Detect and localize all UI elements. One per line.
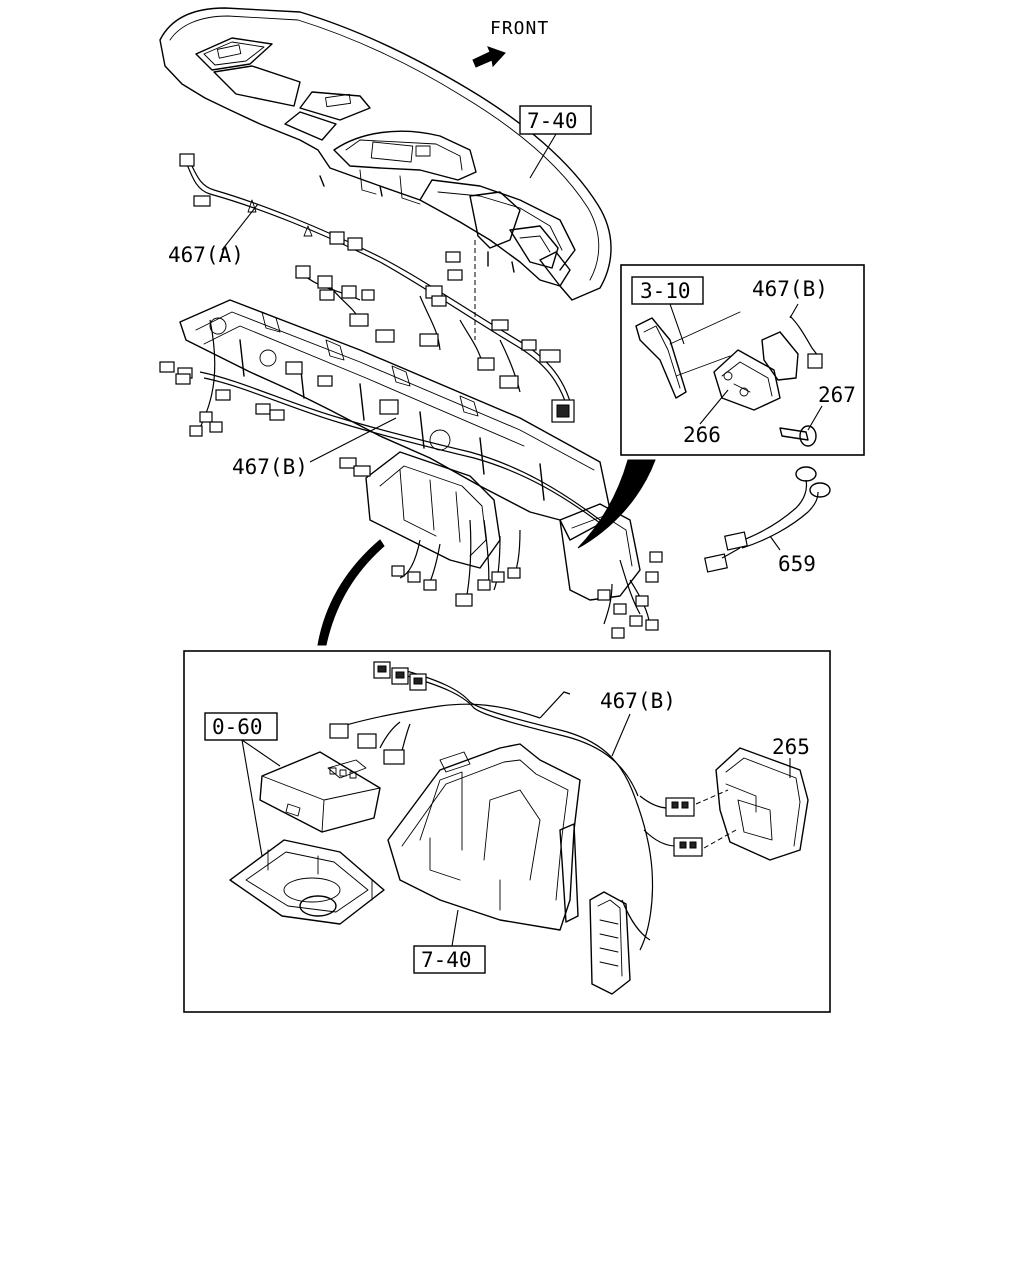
callout-inset-467b-label: 467(B)	[752, 277, 828, 301]
callout-265-label: 265	[772, 735, 810, 759]
ref-top-7-40-label: 7-40	[527, 109, 578, 133]
front-direction-indicator: FRONT	[472, 18, 549, 68]
lower-panel-pointer-arrow	[317, 539, 385, 646]
inset-bracket-panel: 3-10 467(B) 267 266	[620, 264, 865, 456]
callout-467b-main-label: 467(B)	[232, 455, 308, 479]
instrument-panel-drawing	[159, 7, 612, 301]
callout-467b-main: 467(B)	[232, 417, 397, 479]
ref-box-top-7-40: 7-40	[519, 105, 592, 179]
harness-659-drawing: 659	[704, 466, 831, 576]
harness-467a-drawing	[179, 153, 575, 423]
callout-467a-label: 467(A)	[168, 243, 244, 267]
lower-detail-panel: 0-60	[183, 650, 831, 1013]
ref-lower-7-40-label: 7-40	[421, 948, 472, 972]
ref-lower-0-60-label: 0-60	[212, 715, 263, 739]
inset-pointer-arrow	[577, 459, 656, 549]
callout-267-label: 267	[818, 383, 856, 407]
callout-266-label: 266	[683, 423, 721, 447]
callout-lower-467b-label: 467(B)	[600, 689, 676, 713]
callout-659-label: 659	[778, 552, 816, 576]
front-arrow-icon	[472, 46, 506, 68]
cross-beam-drawing	[159, 299, 663, 639]
front-label: FRONT	[490, 18, 549, 39]
ref-inset-3-10-label: 3-10	[640, 279, 691, 303]
callout-467a: 467(A)	[168, 203, 259, 267]
